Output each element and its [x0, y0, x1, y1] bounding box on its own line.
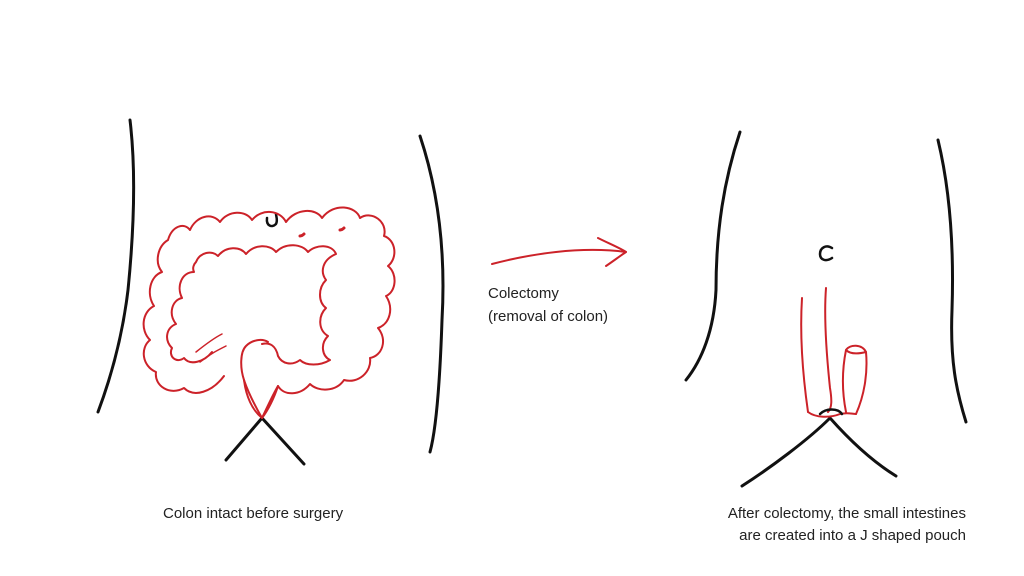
left-navel	[265, 212, 279, 228]
right-legs-crotch	[740, 416, 898, 488]
left-legs-crotch	[224, 416, 306, 466]
left-torso-side-right	[418, 134, 445, 454]
pouch-right-limb	[842, 349, 847, 413]
colon-transverse-dot	[298, 232, 306, 238]
colon-fold-1	[195, 333, 223, 353]
procedure-arrowhead	[597, 237, 627, 267]
colon-inner-contour	[166, 244, 337, 366]
colon-outer-contour	[142, 206, 396, 419]
pouch-left-limb-inner	[824, 287, 833, 413]
procedure-caption: Colectomy (removal of colon)	[488, 282, 608, 328]
pouch-left-limb	[800, 297, 809, 413]
pouch-top-cap	[845, 344, 867, 355]
right-torso-side-right	[936, 138, 968, 424]
colon-transverse-dot-2	[338, 226, 346, 232]
pouch-base	[807, 411, 857, 418]
colon-intact	[142, 206, 396, 419]
right-torso-side-left	[684, 130, 742, 382]
colon-rectum-left	[243, 379, 263, 419]
right-navel	[818, 245, 834, 262]
procedure-caption-line1: Colectomy	[488, 285, 559, 302]
before-caption: Colon intact before surgery	[163, 505, 344, 522]
pouch-anastomosis	[818, 408, 844, 416]
pouch-right-limb-outer	[855, 351, 868, 415]
procedure-caption-line2: (removal of colon)	[488, 308, 609, 325]
after-caption: After colectomy, the small intestines ar…	[674, 503, 966, 547]
after-figure	[684, 130, 968, 488]
left-torso-side-left	[96, 118, 136, 414]
j-pouch	[800, 287, 868, 418]
after-caption-line2: are created into a J shaped pouch	[739, 527, 966, 544]
after-caption-line1: After colectomy, the small intestines	[727, 505, 966, 522]
colon-fold-2	[199, 345, 227, 363]
before-figure	[96, 118, 445, 466]
procedure-arrow	[491, 248, 627, 265]
colon-rectum-right	[261, 385, 279, 419]
